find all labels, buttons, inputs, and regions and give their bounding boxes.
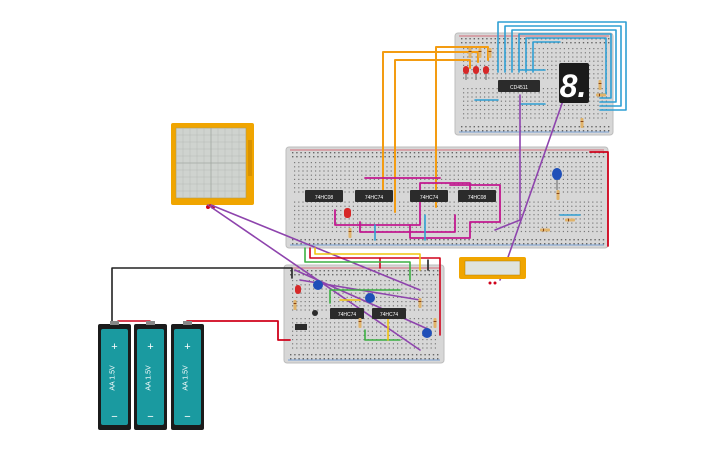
battery-minus-label: − (111, 411, 117, 423)
resistor (348, 228, 352, 238)
led-main (344, 208, 351, 218)
battery-plus-label: + (184, 341, 190, 353)
battery-label: AA 1.5V (146, 365, 153, 391)
oscilloscope[interactable] (171, 123, 254, 209)
chip-label: 74HC74 (380, 312, 399, 318)
battery-minus-label: − (184, 411, 190, 423)
chip-label: 74HC74 (420, 195, 439, 201)
lcd-module[interactable] (459, 257, 526, 285)
resistor (468, 48, 472, 58)
resistor (418, 298, 422, 308)
resistor (596, 93, 606, 97)
led-array-top (463, 66, 489, 80)
chip-74hc74[interactable]: 74HC74 (372, 308, 406, 319)
resistor (478, 48, 482, 58)
battery-aa[interactable]: + AA 1.5V − (134, 321, 167, 430)
resistor (358, 318, 362, 328)
chip-label: 74HC08 (315, 195, 334, 201)
resistors (293, 48, 606, 328)
chip-label: 74HC74 (338, 312, 357, 318)
resistor (598, 80, 602, 90)
battery-label: AA 1.5V (183, 365, 190, 391)
resistor (488, 48, 492, 58)
chip-label: 74HC74 (365, 195, 384, 201)
wires (111, 21, 627, 351)
push-button-icon[interactable] (312, 310, 318, 316)
resistor (565, 218, 575, 222)
battery-label: AA 1.5V (110, 365, 117, 391)
resistor (293, 300, 297, 310)
battery-minus-label: − (147, 411, 153, 423)
battery-plus-label: + (111, 341, 117, 353)
chip-74hc08[interactable]: 74HC08 (458, 190, 496, 202)
seven-segment-display[interactable]: 8. (559, 63, 589, 104)
chip-74hc74[interactable]: 74HC74 (355, 190, 393, 202)
battery-aa[interactable]: + AA 1.5V − (98, 321, 131, 430)
chip-label: CD4511 (510, 85, 528, 91)
lower-components (295, 280, 432, 338)
resistor (580, 118, 584, 128)
chip-74hc74[interactable]: 74HC74 (330, 308, 364, 319)
resistor (433, 318, 437, 328)
chip-label: 74HC08 (468, 195, 487, 201)
battery-plus-label: + (147, 341, 153, 353)
capacitor-main (552, 168, 562, 190)
resistor (540, 228, 550, 232)
chip-74hc74[interactable]: 74HC74 (410, 190, 448, 202)
resistor (556, 190, 560, 200)
chip-cd4511[interactable]: CD4511 (498, 80, 540, 92)
seven-segment-digit: 8. (560, 68, 587, 104)
chip-74hc08[interactable]: 74HC08 (305, 190, 343, 202)
battery-aa[interactable]: + AA 1.5V − (171, 321, 204, 430)
